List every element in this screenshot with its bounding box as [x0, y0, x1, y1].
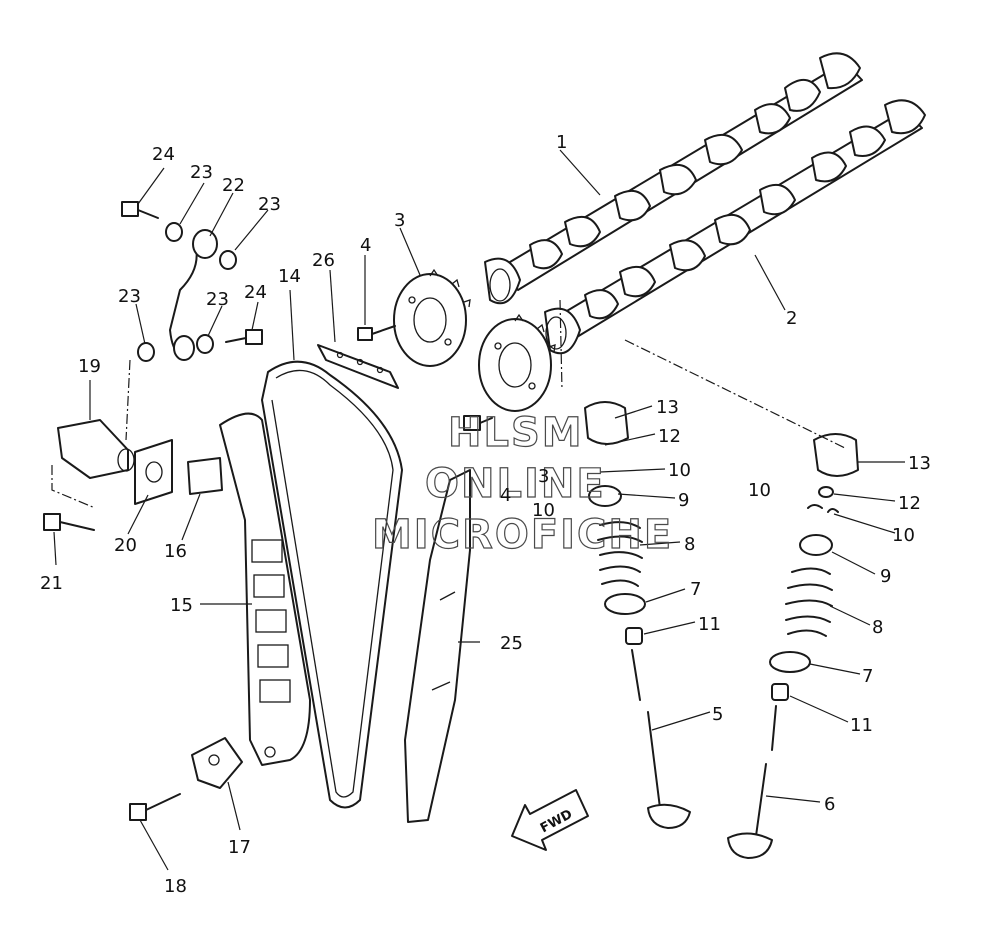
spring-seat-left[interactable] — [604, 593, 646, 615]
callout-21[interactable]: 21 — [40, 573, 63, 594]
callout-12[interactable]: 12 — [658, 426, 681, 447]
valve-seal-left[interactable] — [625, 627, 643, 645]
cam-sprocket-lower[interactable] — [478, 313, 556, 412]
callout-12[interactable]: 12 — [898, 493, 921, 514]
union-bolt-upper[interactable] — [121, 201, 159, 219]
callout-9[interactable]: 9 — [678, 490, 689, 511]
sprocket-bolt-upper[interactable] — [357, 325, 396, 341]
callout-22[interactable]: 22 — [222, 175, 245, 196]
callout-4[interactable]: 4 — [360, 235, 371, 256]
copper-washers[interactable] — [137, 222, 237, 362]
chain-tensioner-guide[interactable] — [219, 412, 311, 766]
watermark-line-2: ONLINE — [425, 461, 606, 507]
timing-chain[interactable] — [261, 360, 403, 809]
callout-17[interactable]: 17 — [228, 837, 251, 858]
watermark-line-1: HLSM — [448, 410, 584, 456]
sprocket-bolt-lower[interactable] — [463, 415, 493, 431]
callout-2[interactable]: 2 — [786, 308, 797, 329]
callout-6[interactable]: 6 — [824, 794, 835, 815]
guide-stopper[interactable] — [187, 457, 223, 495]
union-bolt-lower[interactable] — [225, 329, 263, 345]
callout-23[interactable]: 23 — [118, 286, 141, 307]
callout-24[interactable]: 24 — [152, 144, 175, 165]
callout-26[interactable]: 26 — [312, 250, 335, 271]
callout-25[interactable]: 25 — [500, 633, 523, 654]
valve-spring-right[interactable] — [785, 567, 833, 637]
callout-10[interactable]: 10 — [668, 460, 691, 481]
cam-chain-tensioner[interactable] — [57, 419, 135, 479]
valve-lifter-left[interactable] — [584, 401, 629, 445]
callout-8[interactable]: 8 — [684, 534, 695, 555]
callout-19[interactable]: 19 — [78, 356, 101, 377]
spring-seat-right[interactable] — [769, 651, 811, 673]
valve-spring-left[interactable] — [597, 521, 643, 587]
callout-7[interactable]: 7 — [862, 666, 873, 687]
callout-3[interactable]: 3 — [538, 466, 549, 487]
valve-intake[interactable] — [631, 649, 691, 829]
callout-9[interactable]: 9 — [880, 566, 891, 587]
callout-13[interactable]: 13 — [656, 397, 679, 418]
callout-10[interactable]: 10 — [532, 500, 555, 521]
tensioner-bolt[interactable] — [43, 513, 95, 531]
callout-16[interactable]: 16 — [164, 541, 187, 562]
watermark: HLSM ONLINE MICROFICHE — [371, 409, 673, 558]
cam-sprocket-upper[interactable] — [393, 268, 471, 367]
callout-4[interactable]: 4 — [500, 485, 511, 506]
callout-13[interactable]: 13 — [908, 453, 931, 474]
camshaft-2[interactable] — [544, 99, 926, 355]
spring-retainer-left[interactable] — [588, 485, 622, 507]
valve-seal-right[interactable] — [771, 683, 789, 701]
watermark-line-3: MICROFICHE — [372, 512, 673, 558]
callout-10[interactable]: 10 — [748, 480, 771, 501]
callout-15[interactable]: 15 — [170, 595, 193, 616]
callout-labels: 1 2 3 3 4 4 5 6 7 7 8 8 9 9 10 10 10 10 … — [40, 132, 931, 897]
valve-lifter-right[interactable] — [813, 433, 859, 477]
callout-23[interactable]: 23 — [258, 194, 281, 215]
valve-cotter-right[interactable] — [807, 486, 839, 513]
camshaft-1[interactable] — [484, 52, 863, 305]
callout-7[interactable]: 7 — [690, 579, 701, 600]
tensioner-gasket[interactable] — [134, 439, 173, 505]
callout-3[interactable]: 3 — [394, 210, 405, 231]
callout-1[interactable]: 1 — [556, 132, 567, 153]
callout-5[interactable]: 5 — [712, 704, 723, 725]
leader-lines — [53, 149, 905, 871]
fwd-direction-arrow: FWD — [511, 789, 589, 851]
callout-11[interactable]: 11 — [698, 614, 721, 635]
oil-pipe[interactable] — [169, 229, 218, 361]
callout-23[interactable]: 23 — [206, 289, 229, 310]
chain-guide-front[interactable] — [404, 469, 471, 823]
callout-24[interactable]: 24 — [244, 282, 267, 303]
callout-18[interactable]: 18 — [164, 876, 187, 897]
callout-20[interactable]: 20 — [114, 535, 137, 556]
callout-10[interactable]: 10 — [892, 525, 915, 546]
valve-exhaust[interactable] — [727, 705, 777, 859]
spring-retainer-right[interactable] — [799, 534, 833, 556]
callout-11[interactable]: 11 — [850, 715, 873, 736]
callout-14[interactable]: 14 — [278, 266, 301, 287]
chain-guide-top[interactable] — [317, 344, 399, 389]
callout-23[interactable]: 23 — [190, 162, 213, 183]
callout-8[interactable]: 8 — [872, 617, 883, 638]
guide-bolt-bracket[interactable] — [191, 737, 243, 789]
guide-pivot-bolt[interactable] — [129, 793, 181, 821]
